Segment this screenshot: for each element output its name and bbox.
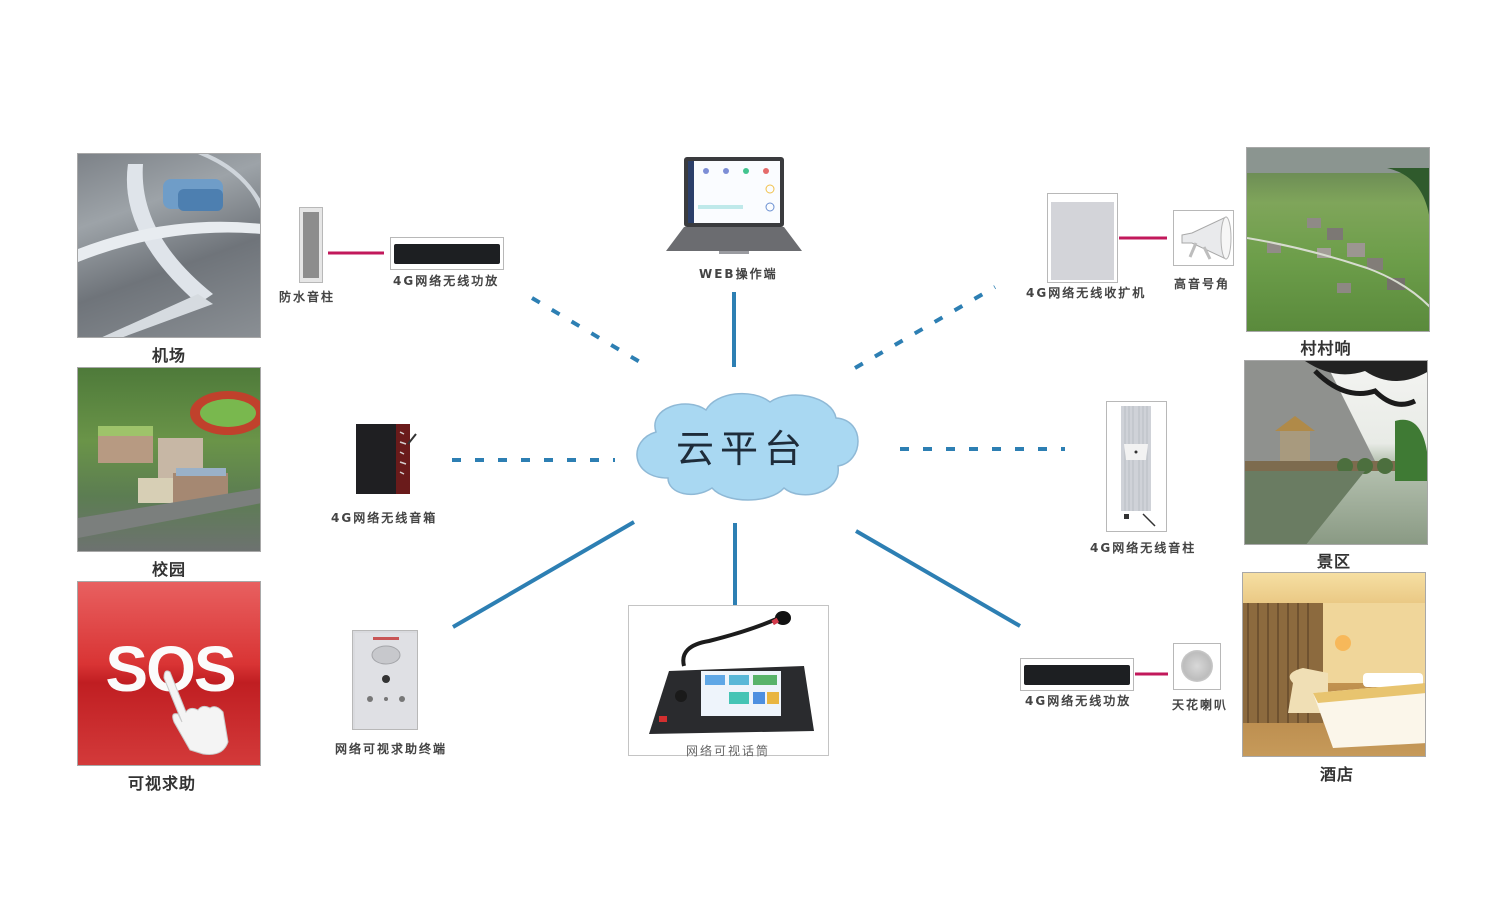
device-help-terminal-label: 网络可视求助终端 (335, 742, 448, 756)
device-ceiling-speaker[interactable] (1173, 643, 1221, 690)
device-wireless-column[interactable] (1106, 401, 1167, 532)
cloud-shape (636, 392, 859, 501)
device-horn[interactable] (1173, 210, 1234, 266)
laptop-icon (666, 157, 802, 254)
paging-console-icon (649, 611, 814, 734)
device-horn-label: 高音号角 (1174, 277, 1231, 291)
scene-airport-label: 机场 (151, 346, 186, 365)
airport-illustration (78, 154, 260, 337)
hand-pointer-icon (163, 670, 229, 755)
receiver-box-icon (1051, 202, 1114, 280)
device-amp-bottom-right-label: 4G网络无线功放 (1025, 694, 1132, 708)
amplifier-icon (1024, 665, 1130, 685)
campus-illustration (78, 391, 260, 538)
device-receiver-amp-label: 4G网络无线收扩机 (1026, 286, 1147, 300)
device-waterproof-column-label: 防水音柱 (279, 290, 336, 304)
device-amp-bottom-right[interactable] (1020, 658, 1134, 691)
device-receiver-amp[interactable] (1047, 193, 1118, 283)
scene-scenic-label: 景区 (1316, 552, 1351, 571)
device-help-terminal[interactable] (352, 630, 418, 730)
device-waterproof-column[interactable] (299, 207, 323, 283)
scene-campus-label: 校园 (151, 560, 186, 579)
column-speaker-icon (303, 212, 319, 278)
dashed-connector-top-right (853, 285, 997, 370)
device-wireless-column-label: 4G网络无线音柱 (1090, 541, 1197, 555)
hotel-illustration (1243, 603, 1425, 748)
device-wireless-speaker[interactable] (352, 422, 418, 496)
device-web-client-label: WEB操作端 (699, 267, 778, 281)
dashed-connector-top-left (530, 296, 652, 370)
device-ceiling-speaker-label: 天花喇叭 (1172, 698, 1229, 712)
device-paging-mic[interactable] (628, 605, 829, 756)
scene-hotel-label: 酒店 (1319, 765, 1354, 784)
scene-hotel-image (1242, 572, 1426, 757)
device-amp-top-left[interactable] (390, 237, 504, 270)
amplifier-icon (394, 244, 500, 264)
solid-connector-bottom-left (451, 520, 636, 629)
intercom-terminal-icon (355, 633, 417, 729)
scenic-illustration (1245, 361, 1427, 544)
device-amp-top-left-label: 4G网络无线功放 (393, 274, 500, 288)
solid-connector-bottom-right (854, 529, 1022, 628)
cloud-platform-label: 云平台 (675, 427, 808, 471)
scene-sos-label: 可视求助 (127, 774, 196, 793)
scene-scenic-image (1244, 360, 1428, 545)
cloud-platform[interactable] (636, 392, 859, 501)
scene-village-image (1246, 147, 1430, 332)
scene-village-label: 村村响 (1300, 339, 1352, 358)
village-illustration (1247, 148, 1429, 308)
scene-airport-image (77, 153, 261, 338)
device-paging-mic-label: 网络可视话筒 (686, 744, 771, 758)
scene-campus-image (77, 367, 261, 552)
device-wireless-speaker-label: 4G网络无线音箱 (331, 511, 438, 525)
ceiling-speaker-icon (1181, 650, 1213, 682)
scene-sos-image: SOS (77, 581, 261, 766)
column-speaker-icon (1121, 406, 1156, 527)
device-web-client[interactable] (664, 155, 804, 257)
horn-speaker-icon (1181, 216, 1232, 260)
speaker-box-icon (356, 424, 417, 494)
